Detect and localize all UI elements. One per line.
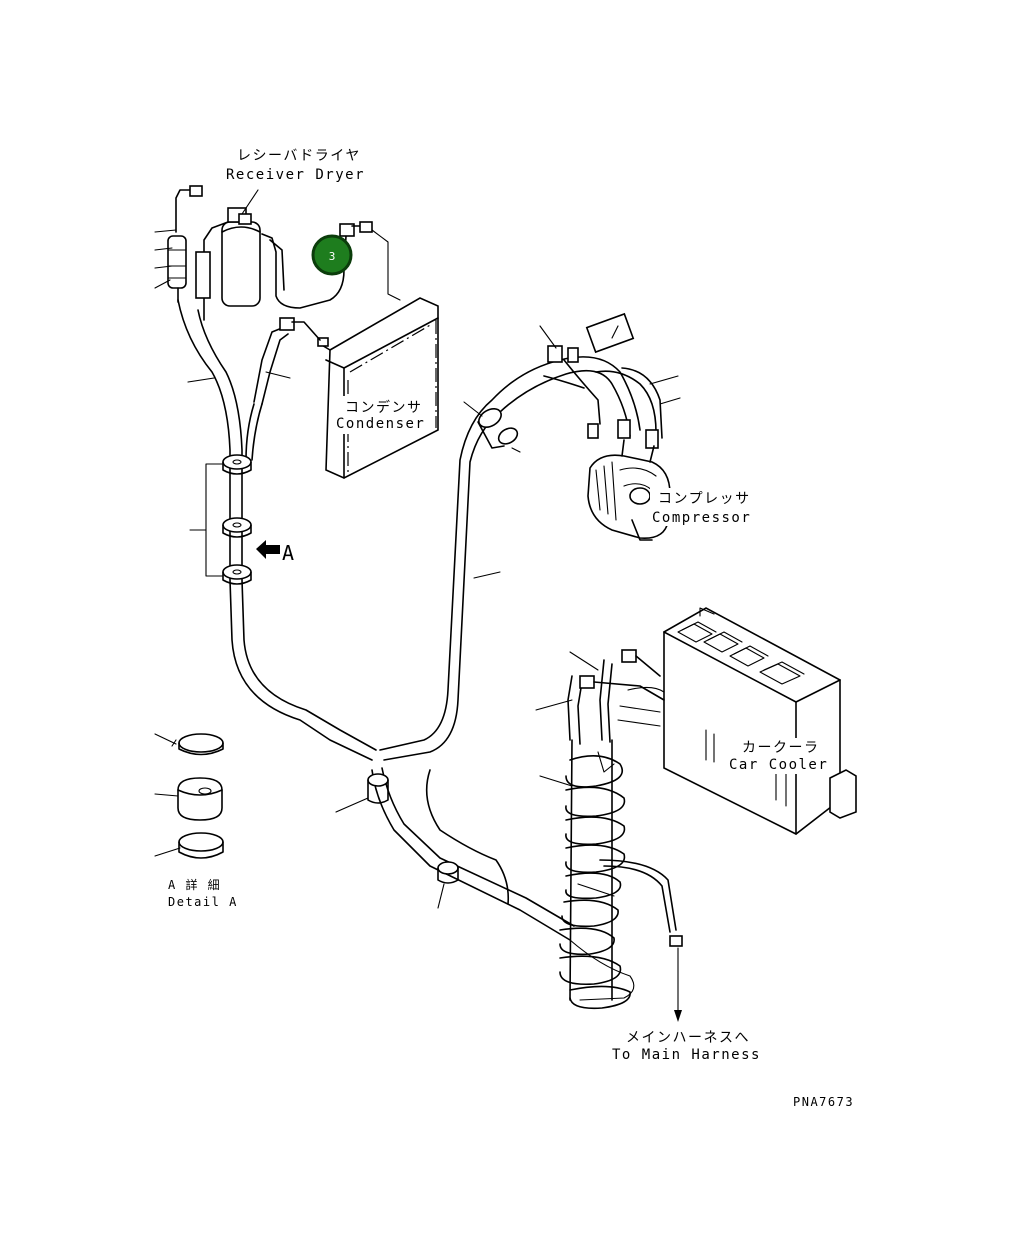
compressor-harness [379, 356, 663, 761]
detail-a-clamp-3[interactable] [178, 832, 224, 859]
lower-clamp-1[interactable] [367, 773, 389, 804]
car-cooler[interactable] [663, 607, 857, 835]
main-harness-arrowhead [674, 1010, 682, 1022]
callout-3[interactable]: 3 [311, 234, 353, 276]
receiver-dryer[interactable] [167, 185, 401, 321]
clamp-group-bracket [205, 463, 223, 577]
cooler-pipes [567, 649, 665, 745]
leader [154, 847, 181, 857]
lower-harness [371, 767, 635, 1001]
harness-boot[interactable] [476, 405, 521, 449]
detail-a-label-jp: A 詳 細 [168, 877, 221, 892]
detail-a-clamp-2[interactable] [177, 777, 223, 821]
leader [539, 775, 573, 787]
branch-to-main-harness-2 [603, 865, 671, 933]
lower-clamp-2[interactable] [437, 861, 459, 884]
leader [265, 371, 291, 379]
car-cooler-label-jp: カークーラ [742, 740, 820, 756]
condenser-label-jp: コンデンサ [345, 399, 423, 416]
compressor-label-en: Compressor [652, 510, 751, 526]
leader [335, 797, 369, 813]
leader [187, 377, 215, 383]
leader [569, 651, 599, 671]
harness-connector-group[interactable] [547, 312, 659, 449]
branch-to-main-harness [599, 859, 677, 931]
leader [535, 699, 573, 711]
view-arrow-label: A [282, 541, 294, 565]
trunk-clamp-1[interactable] [222, 454, 252, 475]
drawing-code: PNA7673 [793, 1095, 854, 1109]
detail-a-clamp-1[interactable] [171, 733, 224, 756]
receiver-dryer-label-jp: レシーバドライヤ [237, 148, 361, 164]
trunk-clamp-3[interactable] [222, 564, 252, 585]
leader [437, 883, 445, 909]
leader [577, 883, 615, 897]
leader [154, 793, 179, 797]
condenser-label-en: Condenser [336, 416, 425, 432]
receiver-dryer-label-en: Receiver Dryer [226, 167, 365, 183]
left-trunk-harness [177, 299, 377, 761]
receiver-dryer-leader [241, 189, 259, 215]
callout-3-number: 3 [329, 250, 336, 263]
left-leader-lines [154, 229, 177, 289]
spiral-wrap [559, 739, 631, 1010]
condenser[interactable] [317, 297, 439, 479]
compressor-label-jp: コンプレッサ [658, 491, 751, 507]
wrap-clip [597, 751, 615, 773]
trunk-clamp-2[interactable] [222, 517, 252, 538]
main-harness-connector[interactable] [669, 935, 683, 947]
leader [154, 733, 177, 745]
detail-a-label-en: Detail A [168, 895, 238, 909]
main-harness-label-jp: メインハーネスへ [626, 1030, 750, 1046]
view-arrow-a[interactable] [256, 540, 280, 559]
compressor-leaders [463, 325, 681, 579]
main-harness-label-en: To Main Harness [612, 1047, 761, 1063]
car-cooler-label-en: Car Cooler [729, 757, 828, 773]
